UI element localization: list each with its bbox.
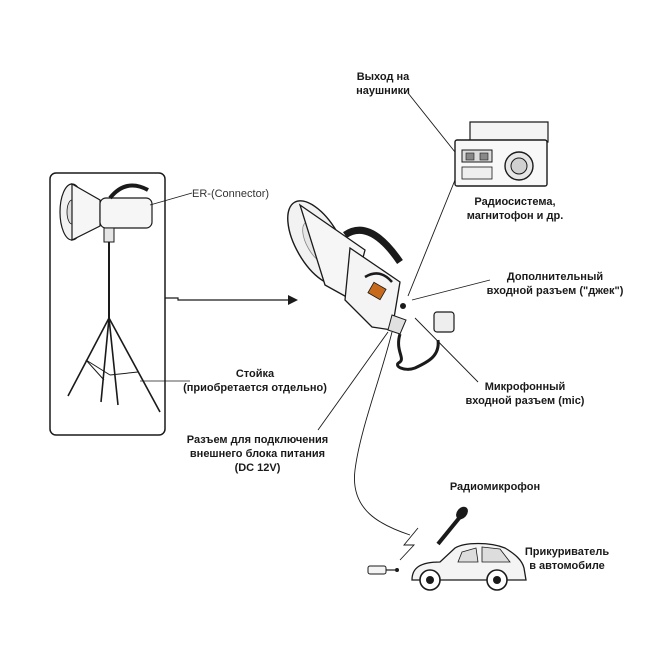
label-line: Прикуриватель bbox=[524, 546, 610, 558]
label-line: магнитофон и др. bbox=[466, 210, 564, 222]
label-power-connector: Разъем для подключения внешнего блока пи… bbox=[175, 433, 340, 475]
label-line: (приобретается отдельно) bbox=[183, 382, 327, 394]
label-mic-input: Микрофонный входной разъем (mic) bbox=[455, 380, 595, 408]
leader-lines bbox=[317, 92, 491, 561]
car-icon bbox=[411, 542, 527, 591]
label-line: Разъем для подключения bbox=[186, 434, 329, 446]
label-extra-jack-input: Дополнительный входной разъем ("джек") bbox=[475, 270, 635, 298]
label-line: в автомобиле bbox=[529, 560, 605, 572]
label-line: (DC 12V) bbox=[234, 462, 281, 474]
label-er-connector: ER-(Connector) bbox=[192, 188, 270, 200]
label-radio-microphone: Радиомикрофон bbox=[449, 481, 541, 493]
label-line: входной разъем (mic) bbox=[465, 395, 585, 407]
label-line: наушники bbox=[356, 85, 410, 97]
label-line: Микрофонный bbox=[484, 381, 566, 393]
lighter-plug-icon bbox=[367, 565, 399, 575]
label-headphones-output: Выход на наушники bbox=[338, 70, 428, 98]
label-stand: Стойка (приобретается отдельно) bbox=[180, 367, 330, 395]
label-line: внешнего блока питания bbox=[189, 448, 326, 460]
pointer-arrow bbox=[165, 295, 298, 305]
label-line: Дополнительный bbox=[506, 271, 604, 283]
megaphone-icon bbox=[287, 200, 455, 371]
radio-icon bbox=[454, 121, 549, 187]
label-radio-system: Радиосистема, магнитофон и др. bbox=[445, 195, 585, 223]
label-line: входной разъем ("джек") bbox=[486, 285, 624, 297]
label-line: Стойка bbox=[235, 368, 275, 380]
label-line: Выход на bbox=[356, 71, 410, 83]
stand-inset bbox=[49, 172, 193, 436]
small-megaphone-icon bbox=[59, 182, 153, 243]
label-line: Радиосистема, bbox=[474, 196, 556, 208]
label-car-lighter: Прикуриватель в автомобиле bbox=[512, 545, 622, 573]
tripod-icon bbox=[67, 242, 161, 413]
radio-microphone-icon bbox=[436, 506, 468, 546]
